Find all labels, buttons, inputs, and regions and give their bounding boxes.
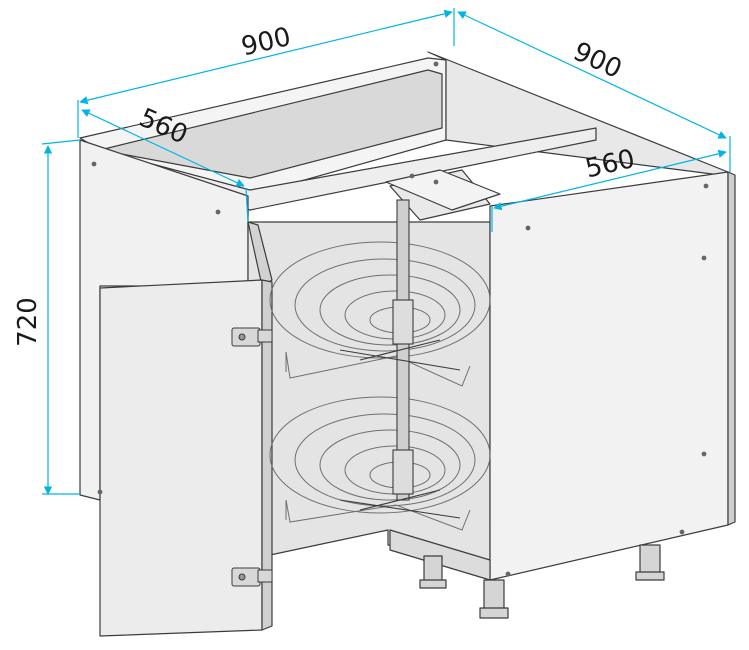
door-edge: [261, 279, 273, 631]
carousel-pole: [339, 199, 461, 519]
right-side-panel: [489, 171, 729, 581]
hinge-lower: [231, 567, 273, 587]
dim-height: 720: [13, 297, 43, 347]
leg-right: [635, 544, 665, 581]
hinge-upper: [231, 327, 273, 347]
right-side-panel-edge: [727, 171, 736, 526]
dim-top-left-width: 900: [239, 22, 294, 62]
left-side-panel: [79, 139, 249, 501]
leg-front: [479, 579, 509, 619]
inner-slope: [247, 221, 273, 287]
dimension-lines: [41, 8, 731, 495]
leg-middle: [419, 555, 447, 589]
